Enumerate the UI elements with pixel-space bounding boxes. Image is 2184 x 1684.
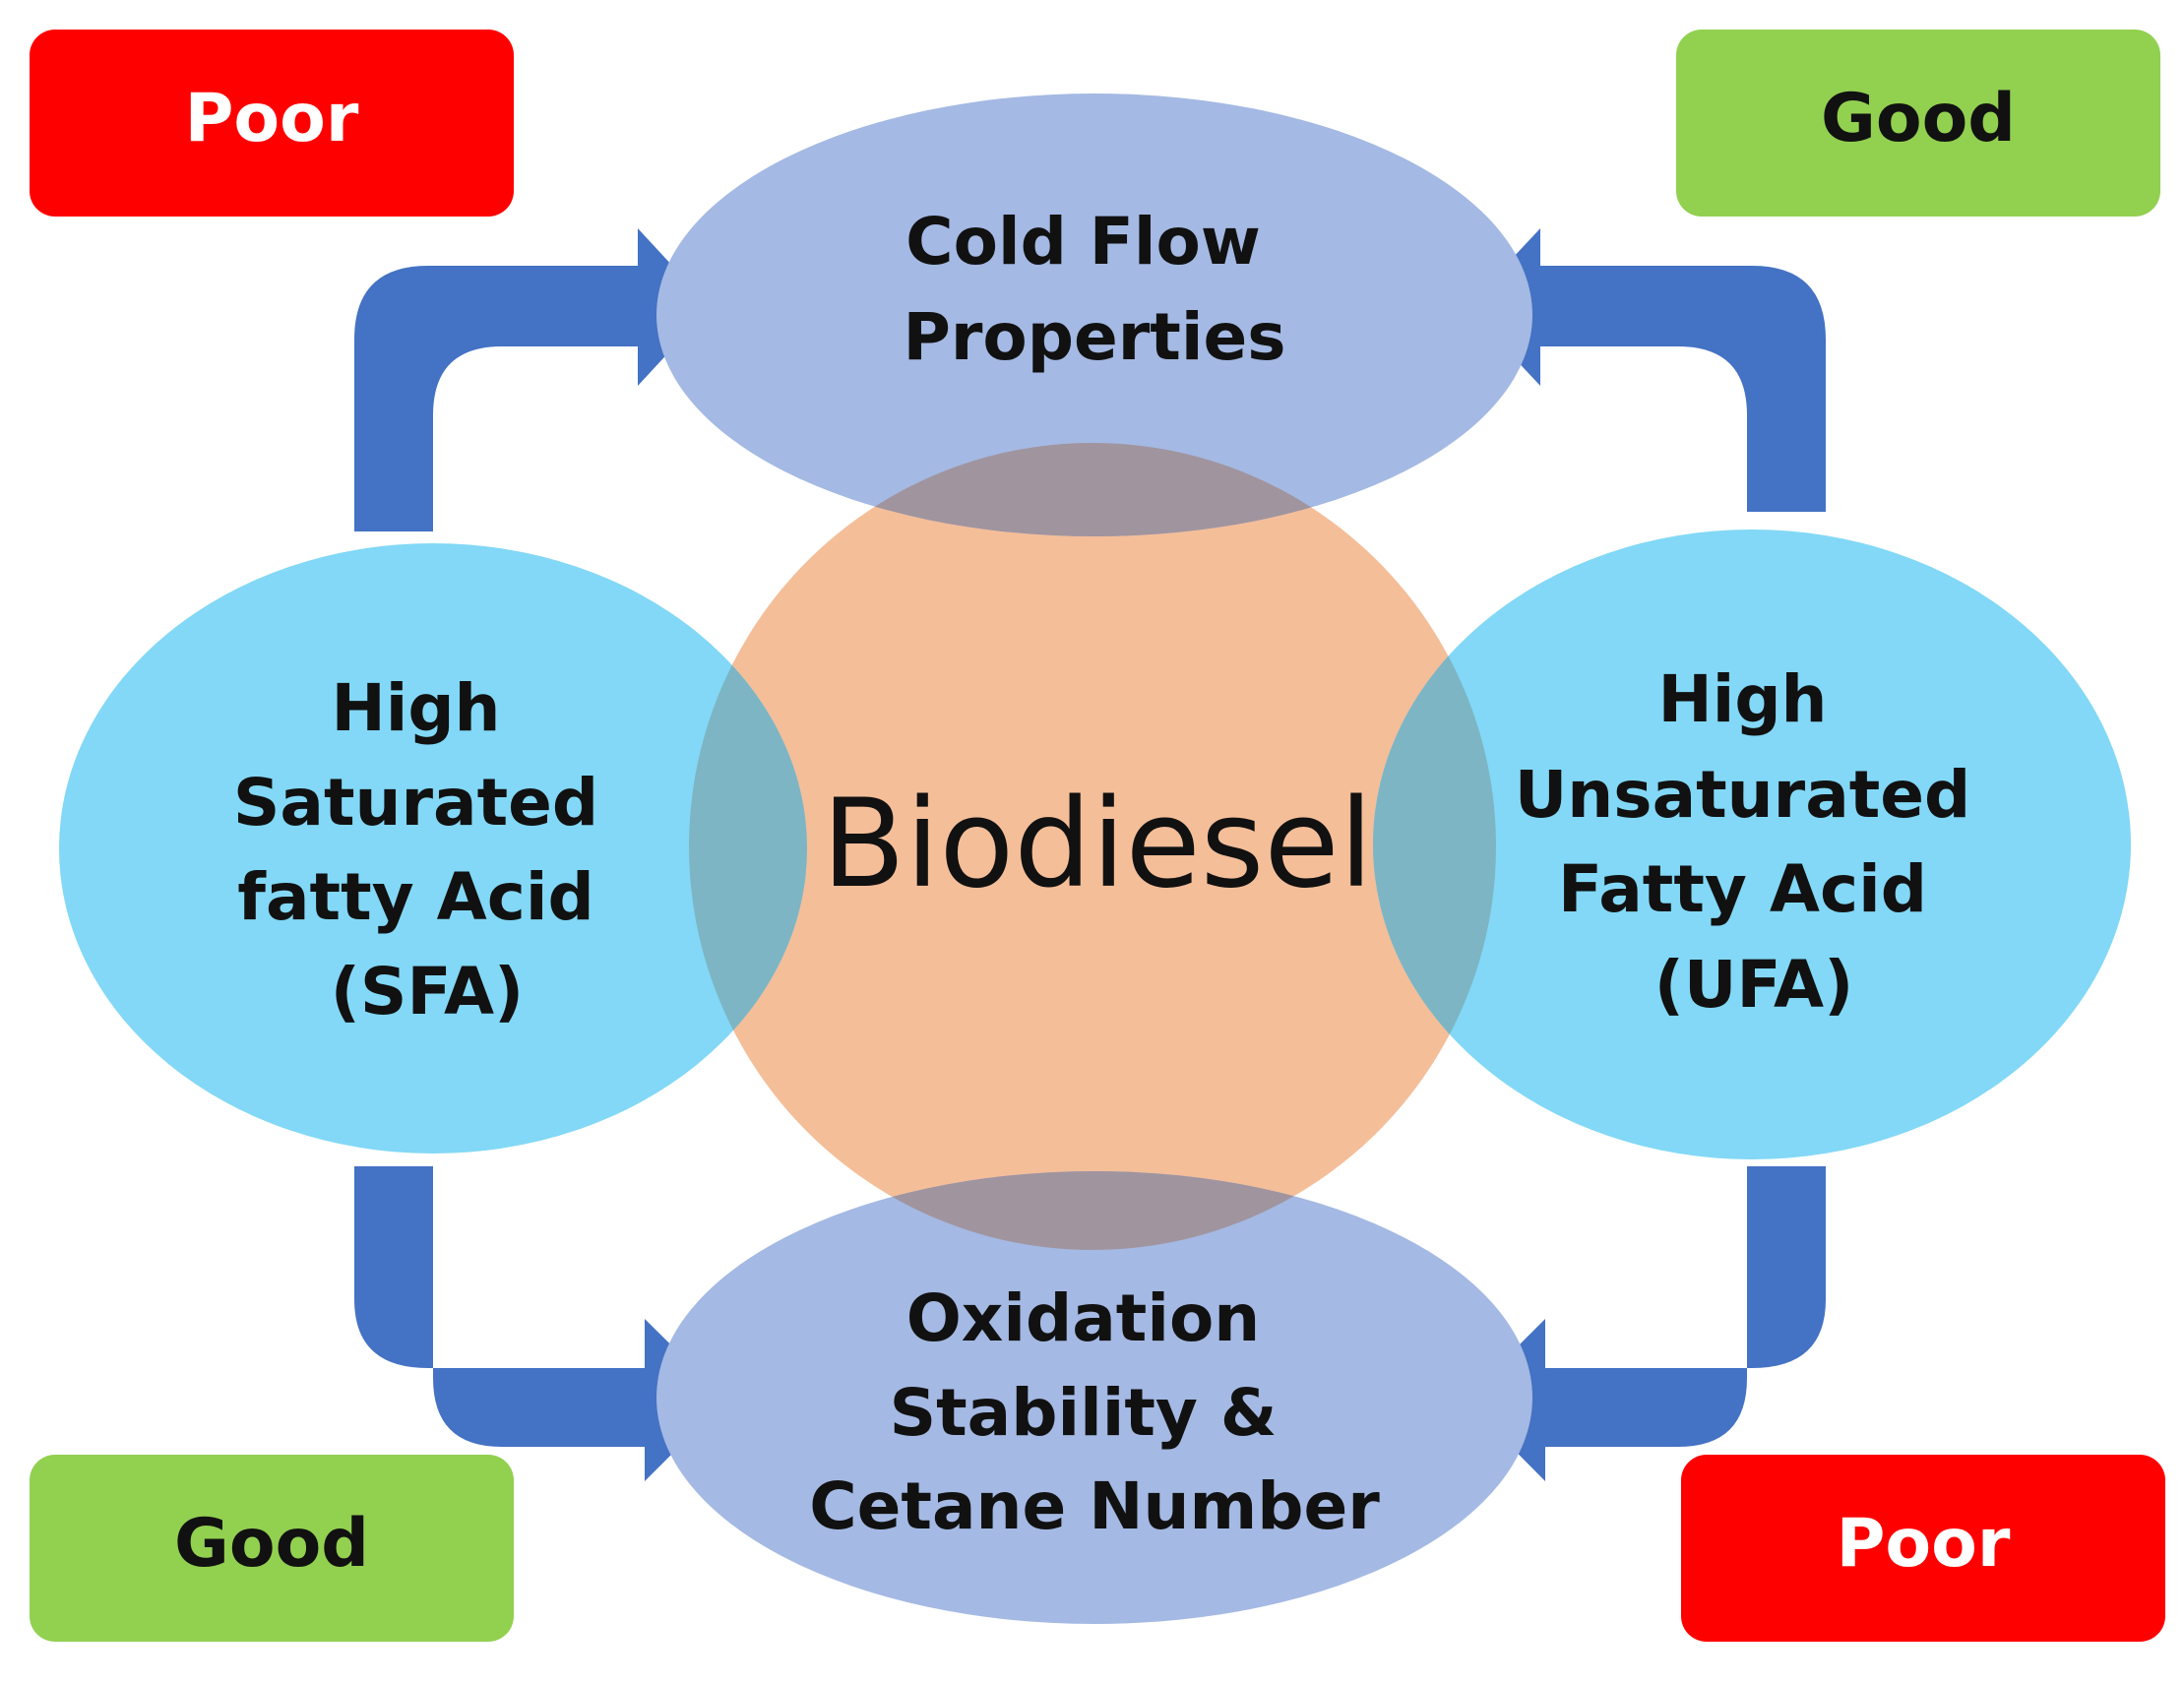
arrow-sfa-to-oxidation bbox=[354, 1166, 726, 1481]
cold-flow-ellipse bbox=[656, 94, 1532, 536]
oxidation-line-2: Stability & bbox=[890, 1375, 1278, 1451]
rating-bottom-left-label: Good bbox=[174, 1505, 369, 1583]
ufa-line-2: Unsaturated bbox=[1515, 757, 1971, 833]
oxidation-label: Oxidation Stability & Cetane Number bbox=[809, 1280, 1380, 1544]
sfa-line-3: fatty Acid bbox=[237, 859, 593, 935]
oxidation-line-1: Oxidation bbox=[906, 1280, 1261, 1356]
sfa-line-1: High bbox=[331, 670, 500, 746]
oxidation-line-3: Cetane Number bbox=[809, 1468, 1380, 1544]
cold-flow-line-1: Cold Flow bbox=[905, 204, 1261, 280]
rating-top-right-label: Good bbox=[1821, 80, 2016, 157]
cold-flow-label: Cold Flow Properties bbox=[903, 204, 1285, 375]
oxidation-ellipse bbox=[656, 1171, 1532, 1624]
biodiesel-label: Biodiesel bbox=[822, 774, 1373, 915]
ufa-line-3: Fatty Acid bbox=[1558, 851, 1927, 927]
rating-top-left-label: Poor bbox=[185, 80, 359, 157]
ufa-ellipse bbox=[1373, 530, 2131, 1159]
arrow-ufa-to-cold-flow bbox=[1466, 228, 1826, 512]
rating-bottom-left: Good bbox=[30, 1455, 514, 1642]
arrow-sfa-to-cold-flow bbox=[354, 228, 711, 531]
biodiesel-circle bbox=[689, 443, 1496, 1250]
rating-bottom-right: Poor bbox=[1681, 1455, 2165, 1642]
rating-top-right: Good bbox=[1676, 30, 2160, 217]
cold-flow-line-2: Properties bbox=[903, 299, 1285, 375]
arrow-ufa-to-oxidation bbox=[1465, 1166, 1826, 1481]
rating-top-left: Poor bbox=[30, 30, 514, 217]
sfa-line-4: (SFA) bbox=[331, 954, 524, 1029]
rating-bottom-right-label: Poor bbox=[1837, 1505, 2011, 1583]
ufa-line-1: High bbox=[1657, 661, 1827, 737]
arrows bbox=[354, 228, 1826, 1481]
ufa-line-4: (UFA) bbox=[1654, 947, 1854, 1023]
sfa-ellipse bbox=[59, 543, 807, 1154]
ufa-label: High Unsaturated Fatty Acid (UFA) bbox=[1515, 661, 1994, 1023]
sfa-line-2: Saturated bbox=[233, 765, 598, 841]
sfa-label: High Saturated fatty Acid (SFA) bbox=[233, 670, 621, 1029]
